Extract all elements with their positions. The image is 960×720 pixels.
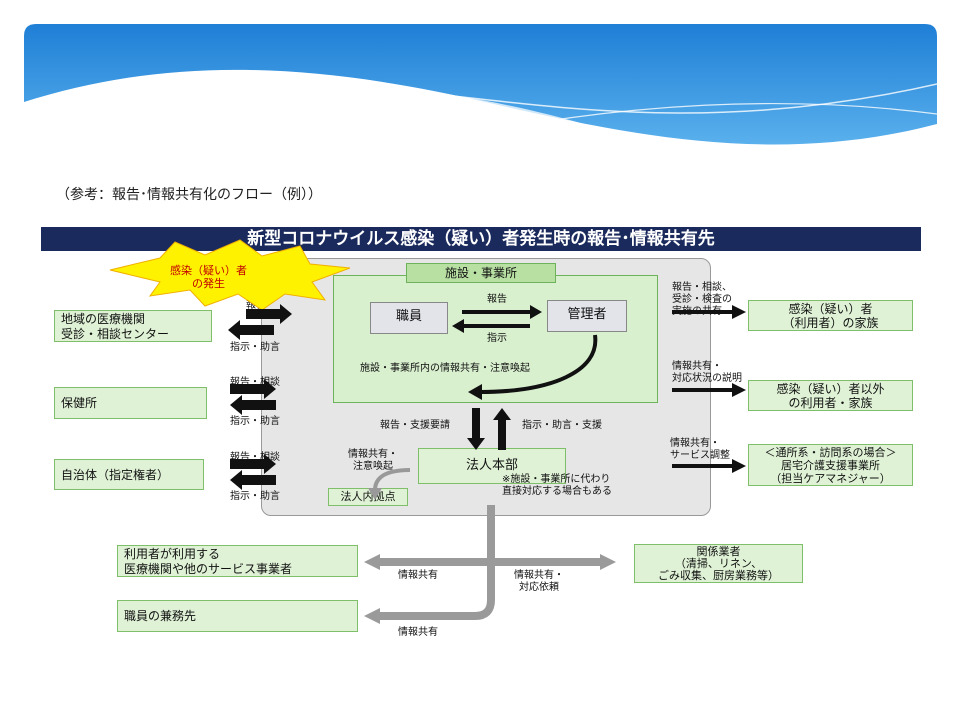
left-label-3-bottom: 指示・助言 — [230, 491, 280, 502]
diagram-title: 新型コロナウイルス感染（疑い）者発生時の報告･情報共有先 — [41, 227, 921, 251]
staff-box: 職員 — [370, 302, 448, 334]
burst-label: 感染（疑い）者の発生 — [170, 264, 247, 290]
related-vendors-box: 関係業者（清掃、リネン、ごみ収集、厨房業務等） — [634, 544, 803, 583]
left-label-2-bottom: 指示・助言 — [230, 416, 280, 427]
left-label-1-bottom: 指示・助言 — [230, 342, 280, 353]
instruct-label: 指示 — [487, 333, 507, 344]
family-box: 感染（疑い）者（利用者）の家族 — [748, 300, 913, 331]
bottom-share-label-1: 情報共有 — [398, 570, 438, 581]
hq-note: ※施設・事業所に代わり直接対応する場合もある — [502, 474, 612, 497]
other-users-box: 感染（疑い）者以外の利用者・家族 — [748, 380, 913, 411]
starburst-icon — [109, 239, 351, 311]
internal-share-label: 施設・事業所内の情報共有・注意喚起 — [360, 363, 530, 374]
caption: （参考：報告･情報共有化のフロー（例）） — [56, 187, 322, 203]
left-label-2-top: 報告・相談 — [230, 377, 280, 388]
share-alert-label: 情報共有・注意喚起 — [348, 449, 398, 472]
branch-box: 法人内拠点 — [328, 488, 408, 506]
care-manager-box: ＜通所系・訪問系の場合＞居宅介護支援事業所（担当ケアマネジャー） — [748, 444, 913, 486]
instruct-support-label: 指示・助言・支援 — [522, 420, 602, 431]
jichitai-box: 自治体（指定権者） — [54, 459, 204, 490]
user-services-box: 利用者が利用する医療機関や他のサービス事業者 — [117, 545, 358, 577]
right-label-3: 情報共有・サービス調整 — [670, 438, 730, 461]
right-label-2: 情報共有・対応状況の説明 — [672, 361, 742, 384]
facility-tag: 施設・事業所 — [406, 263, 556, 283]
staff-side-job-box: 職員の兼務先 — [117, 600, 358, 632]
manager-box: 管理者 — [547, 300, 627, 332]
left-arrow-group — [228, 304, 292, 490]
report-request-label: 報告・支援要請 — [380, 420, 450, 431]
report-label: 報告 — [487, 294, 507, 305]
bottom-share-request-label: 情報共有・対応依頼 — [514, 570, 564, 593]
left-label-3-top: 報告・相談 — [230, 452, 280, 463]
facility-inner-box — [333, 275, 658, 403]
header-wave-banner — [24, 24, 937, 164]
medical-center-box: 地域の医療機関受診・相談センター — [54, 310, 212, 342]
hq-box: 法人本部 — [418, 448, 566, 484]
bottom-share-label-2: 情報共有 — [398, 627, 438, 638]
hokenjo-box: 保健所 — [54, 387, 207, 419]
